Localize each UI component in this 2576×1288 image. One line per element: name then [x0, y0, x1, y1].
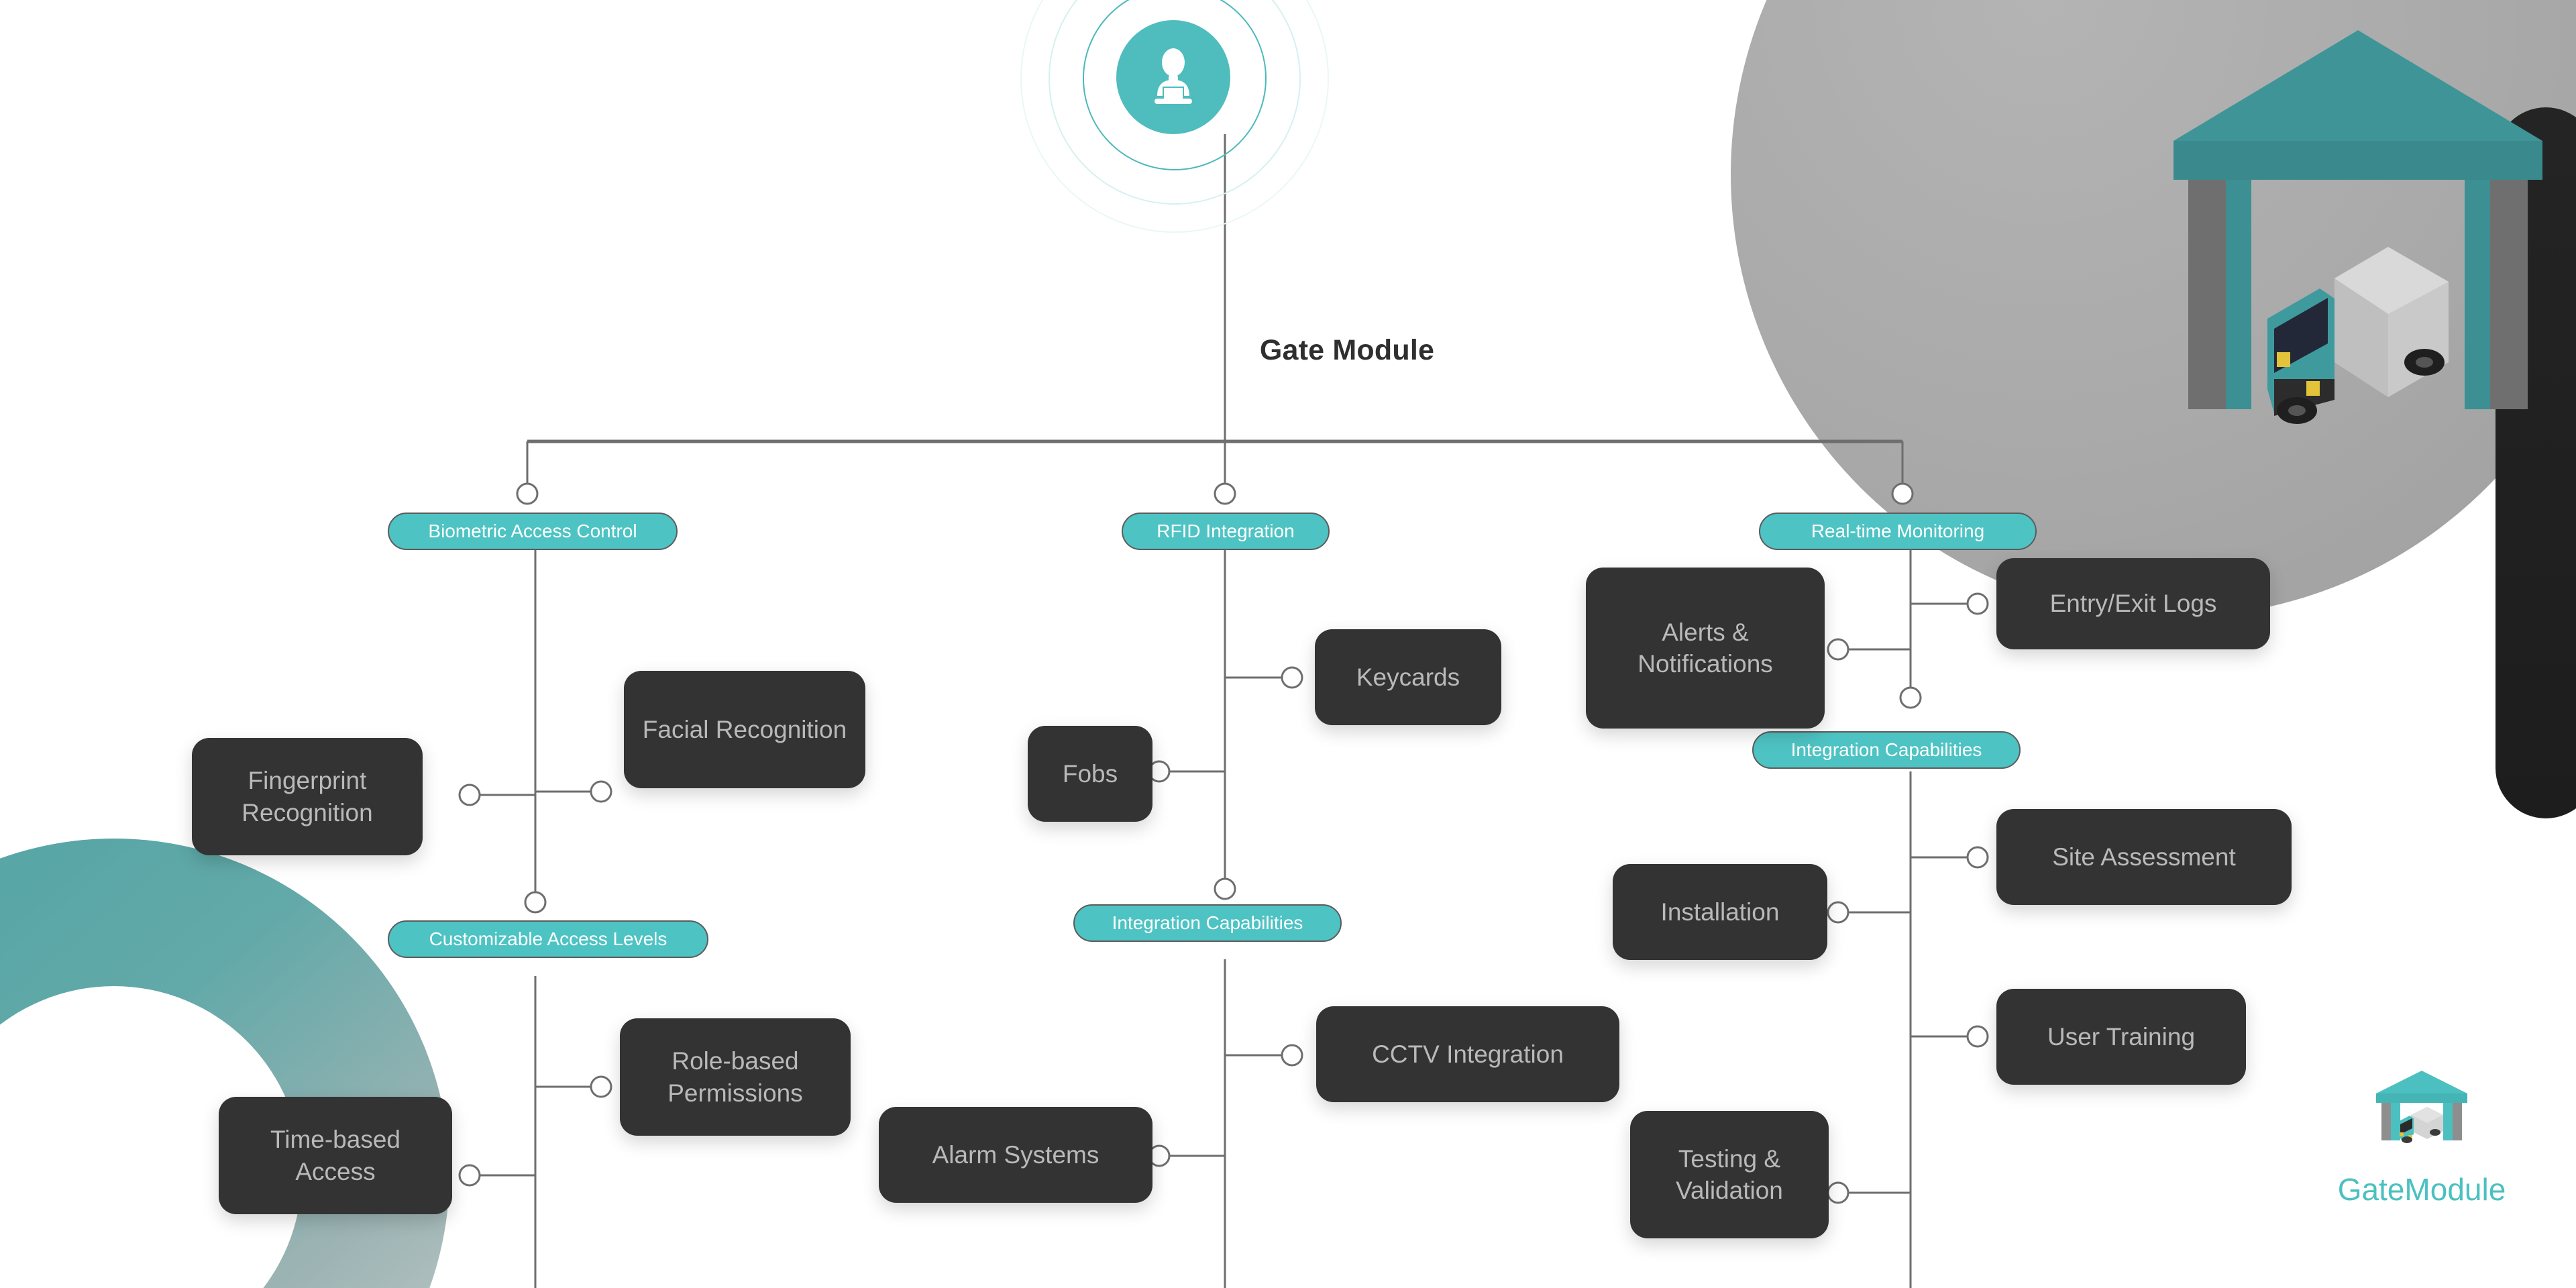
leaf-label: Testing & Validation [1676, 1144, 1783, 1204]
truck-under-canopy-illustration [2174, 30, 2542, 424]
leaf-label: Time-based Access [270, 1126, 400, 1185]
branch-pill-integration-capabilities-center[interactable]: Integration Capabilities [1073, 904, 1342, 942]
leaf-testing-validation[interactable]: Testing & Validation [1630, 1111, 1829, 1238]
leaf-fingerprint-recognition[interactable]: Fingerprint Recognition [192, 738, 423, 855]
leaf-label: Site Assessment [2052, 843, 2236, 871]
leaf-site-assessment[interactable]: Site Assessment [1996, 809, 2292, 905]
pill-label: Biometric Access Control [428, 521, 637, 541]
hub-title-text: Gate Module [1259, 334, 1435, 366]
branch-pill-customizable-access-levels[interactable]: Customizable Access Levels [388, 920, 708, 958]
hub-node[interactable] [1020, 0, 1329, 233]
brand-mark [2267, 1067, 2576, 1154]
branch-pill-biometric-access-control[interactable]: Biometric Access Control [388, 513, 678, 550]
leaf-user-training[interactable]: User Training [1996, 989, 2246, 1085]
leaf-facial-recognition[interactable]: Facial Recognition [624, 671, 865, 788]
leaf-label: Facial Recognition [642, 715, 847, 743]
hub-ring-inner [1083, 0, 1267, 170]
leaf-time-based-access[interactable]: Time-based Access [219, 1097, 452, 1214]
leaf-alarm-systems[interactable]: Alarm Systems [879, 1107, 1152, 1203]
person-at-desk-icon [1155, 48, 1192, 104]
pill-label: Real-time Monitoring [1811, 521, 1985, 541]
leaf-label: Fobs [1062, 759, 1118, 788]
leaf-label: Alarm Systems [932, 1140, 1099, 1169]
leaf-keycards[interactable]: Keycards [1315, 629, 1501, 725]
leaf-cctv-integration[interactable]: CCTV Integration [1316, 1006, 1619, 1102]
leaf-alerts-notifications[interactable]: Alerts & Notifications [1586, 568, 1825, 729]
leaf-label: Role-based Permissions [667, 1047, 803, 1107]
leaf-fobs[interactable]: Fobs [1028, 726, 1152, 822]
leaf-label: CCTV Integration [1372, 1040, 1564, 1068]
hub-core [1116, 20, 1230, 134]
leaf-installation[interactable]: Installation [1613, 864, 1827, 960]
leaf-label: Keycards [1356, 663, 1460, 691]
leaf-entry-exit-logs[interactable]: Entry/Exit Logs [1996, 558, 2270, 649]
leaf-label: Alerts & Notifications [1638, 618, 1773, 678]
leaf-label: Fingerprint Recognition [241, 767, 373, 826]
pill-label: Customizable Access Levels [429, 928, 667, 949]
leaf-role-based-permissions[interactable]: Role-based Permissions [620, 1018, 851, 1136]
pill-label: Integration Capabilities [1790, 739, 1982, 760]
branch-pill-rfid-integration[interactable]: RFID Integration [1122, 513, 1330, 550]
page-title: Gate Module [0, 334, 2576, 367]
leaf-label: Entry/Exit Logs [2049, 590, 2217, 618]
brand-name: GateModule [2337, 1172, 2506, 1207]
brand-logo[interactable]: GateModule [2267, 1067, 2576, 1208]
leaf-label: User Training [2047, 1022, 2196, 1051]
pill-label: RFID Integration [1157, 521, 1295, 541]
branch-pill-integration-capabilities-right[interactable]: Integration Capabilities [1752, 731, 2021, 769]
gate-carport-truck-icon [2376, 1071, 2467, 1143]
leaf-label: Installation [1660, 898, 1780, 926]
branch-pill-real-time-monitoring[interactable]: Real-time Monitoring [1759, 513, 2037, 550]
pill-label: Integration Capabilities [1112, 912, 1303, 933]
